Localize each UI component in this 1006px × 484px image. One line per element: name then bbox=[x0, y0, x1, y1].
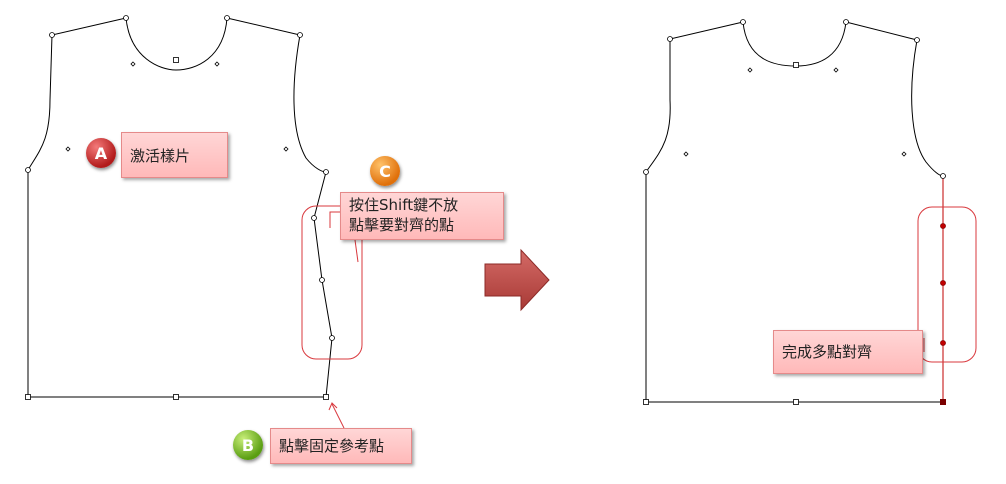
left-pattern-piece bbox=[25, 15, 363, 429]
callout-activate-pattern: 激活樣片 bbox=[121, 132, 228, 178]
left-pattern-outline bbox=[27, 17, 333, 398]
right-selection-box bbox=[917, 206, 977, 363]
badge-b: B bbox=[233, 430, 263, 460]
left-outline-points bbox=[25, 15, 335, 400]
aligned-points bbox=[940, 223, 946, 346]
callout-shift-click-line1: 按住Shift鍵不放 bbox=[349, 196, 459, 214]
callout-alignment-done: 完成多點對齊 bbox=[773, 330, 923, 374]
right-pattern-piece bbox=[643, 19, 977, 405]
aligned-anchor-point bbox=[940, 399, 946, 405]
right-arrow-icon bbox=[484, 248, 550, 312]
right-outline-points bbox=[643, 19, 946, 405]
connector-c bbox=[329, 211, 340, 228]
left-selection-box bbox=[301, 205, 363, 360]
badge-c: C bbox=[370, 156, 400, 186]
badge-a: A bbox=[86, 138, 116, 168]
callout-click-reference-point: 點擊固定參考點 bbox=[270, 428, 412, 464]
connector-b bbox=[331, 403, 345, 429]
callout-shift-click-line2: 點擊要對齊的點 bbox=[349, 216, 455, 234]
callout-shift-click: 按住Shift鍵不放 點擊要對齊的點 bbox=[340, 192, 504, 240]
